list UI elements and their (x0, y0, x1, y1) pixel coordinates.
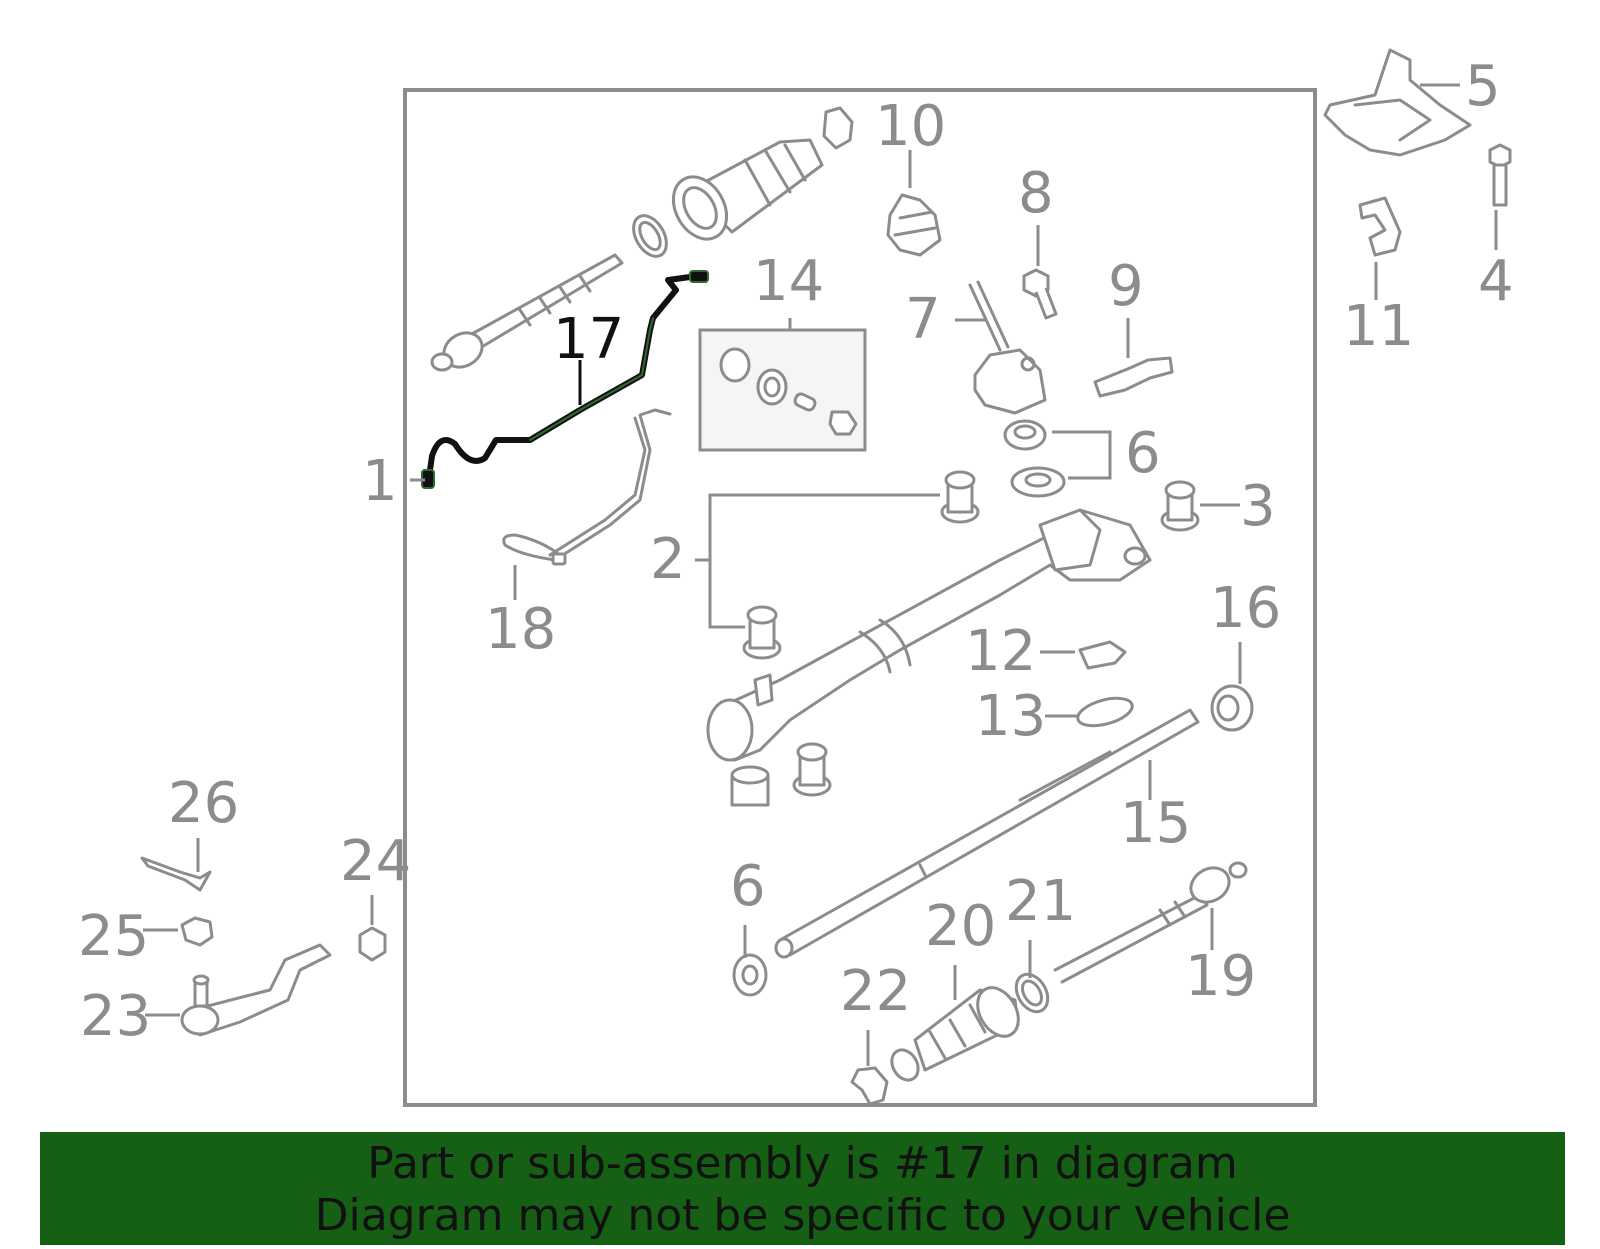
part-inner-tie-rod-upper (430, 253, 624, 372)
part-4-bolt (1488, 143, 1512, 207)
callout-7: 7 (905, 287, 941, 352)
callout-23: 23 (80, 984, 151, 1049)
callout-5: 5 (1465, 54, 1501, 119)
callout-14: 14 (753, 249, 824, 314)
part-6-washers-upper (1003, 419, 1066, 498)
callout-2: 2 (650, 527, 686, 592)
part-20-boot-lower (890, 986, 1020, 1082)
callout-15: 15 (1120, 791, 1191, 856)
part-18-return-line (502, 408, 672, 566)
callout-6-lower: 6 (730, 854, 766, 919)
callout-11: 11 (1343, 294, 1414, 359)
part-25-nut (180, 916, 214, 947)
part-23-outer-tie-rod (180, 943, 332, 1037)
callout-21: 21 (1005, 869, 1076, 934)
part-8-bolt (1022, 268, 1058, 320)
callout-17: 17 (553, 307, 624, 372)
part-12-nut (1078, 640, 1127, 670)
callout-24: 24 (340, 829, 411, 894)
part-22-clip (850, 1066, 889, 1106)
leader-lines (143, 83, 1498, 1066)
part-10-mount (886, 193, 942, 257)
part-rack-housing (706, 508, 1152, 762)
part-9-sensor (1093, 356, 1174, 398)
callout-8: 8 (1018, 161, 1054, 226)
callout-19: 19 (1185, 944, 1256, 1009)
callout-9: 9 (1108, 254, 1144, 319)
callout-22: 22 (840, 959, 911, 1024)
part-26-cotter-pin (140, 856, 212, 892)
callout-12: 12 (965, 619, 1036, 684)
banner-line-1: Part or sub-assembly is #17 in diagram (367, 1138, 1238, 1189)
part-7-pinion-valve (968, 280, 1047, 415)
part-16-bushing (1210, 684, 1254, 732)
part-3-bushing (1160, 480, 1200, 532)
part-11-clip (1358, 196, 1402, 257)
banner-line-2: Diagram may not be specific to your vehi… (314, 1190, 1291, 1241)
callout-10: 10 (875, 94, 946, 159)
part-21-clamp (1014, 972, 1050, 1014)
part-24-nut (358, 926, 387, 962)
part-15-rack-bar (774, 708, 1200, 959)
part-13-cap (1076, 696, 1134, 728)
callout-25: 25 (78, 904, 149, 969)
callout-6-upper: 6 (1125, 421, 1161, 486)
callout-26: 26 (168, 771, 239, 836)
callout-16: 16 (1210, 576, 1281, 641)
part-2-bushings (730, 470, 980, 807)
callout-labels: 1 2 3 4 5 6 7 8 9 10 11 12 13 14 15 16 1… (78, 54, 1514, 1049)
part-19-inner-tie-rod (1053, 861, 1248, 984)
callout-13: 13 (975, 684, 1046, 749)
diagram-frame (403, 88, 1317, 1107)
part-14-seal-kit (698, 328, 867, 452)
part-boot-upper (632, 106, 854, 258)
callout-20: 20 (925, 894, 996, 959)
part-5-heat-shield (1323, 48, 1472, 157)
info-banner: Part or sub-assembly is #17 in diagram D… (40, 1132, 1565, 1245)
part-17-pressure-line (421, 270, 709, 489)
callout-18: 18 (485, 597, 556, 662)
callout-1: 1 (362, 449, 398, 514)
callout-3: 3 (1240, 474, 1276, 539)
callout-4: 4 (1478, 249, 1514, 314)
part-6-washer-lower (732, 953, 768, 997)
